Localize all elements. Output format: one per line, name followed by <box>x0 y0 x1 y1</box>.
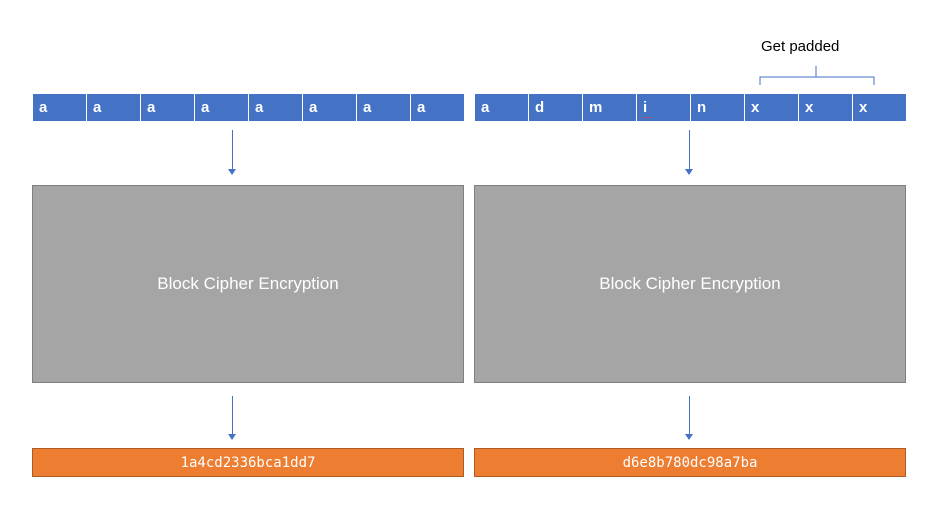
left-cipher-label: Block Cipher Encryption <box>157 274 339 293</box>
left-input-arrow <box>228 130 236 175</box>
right-byte-4: i <box>637 94 691 121</box>
right-byte-2: d <box>529 94 583 121</box>
right-plaintext-block: a d m i n x x x <box>474 94 906 121</box>
right-byte-3: m <box>583 94 637 121</box>
left-ciphertext-value: 1a4cd2336bca1dd7 <box>180 454 316 471</box>
left-byte-1: a <box>33 94 87 121</box>
right-cipher-label: Block Cipher Encryption <box>599 274 781 293</box>
left-byte-5: a <box>249 94 303 121</box>
left-byte-7: a <box>357 94 411 121</box>
right-byte-5: n <box>691 94 745 121</box>
left-byte-3: a <box>141 94 195 121</box>
left-plaintext-block: a a a a a a a a <box>32 94 464 121</box>
right-ciphertext-value: d6e8b780dc98a7ba <box>622 454 758 471</box>
left-output-arrow <box>228 396 236 440</box>
left-byte-8: a <box>411 94 464 121</box>
right-padding-byte-3: x <box>853 94 906 121</box>
left-byte-4: a <box>195 94 249 121</box>
right-padding-byte-2: x <box>799 94 853 121</box>
right-byte-4-text: i <box>643 99 648 116</box>
right-byte-1: a <box>475 94 529 121</box>
right-output-arrow <box>685 396 693 440</box>
padding-label: Get padded <box>761 38 840 55</box>
left-block-cipher: Block Cipher Encryption <box>32 185 464 383</box>
right-padding-byte-1: x <box>745 94 799 121</box>
left-ciphertext: 1a4cd2336bca1dd7 <box>32 448 464 477</box>
left-byte-6: a <box>303 94 357 121</box>
right-block-cipher: Block Cipher Encryption <box>474 185 906 383</box>
padding-brace <box>759 66 875 85</box>
left-byte-2: a <box>87 94 141 121</box>
spellcheck-underline <box>642 115 651 118</box>
right-ciphertext: d6e8b780dc98a7ba <box>474 448 906 477</box>
right-input-arrow <box>685 130 693 175</box>
